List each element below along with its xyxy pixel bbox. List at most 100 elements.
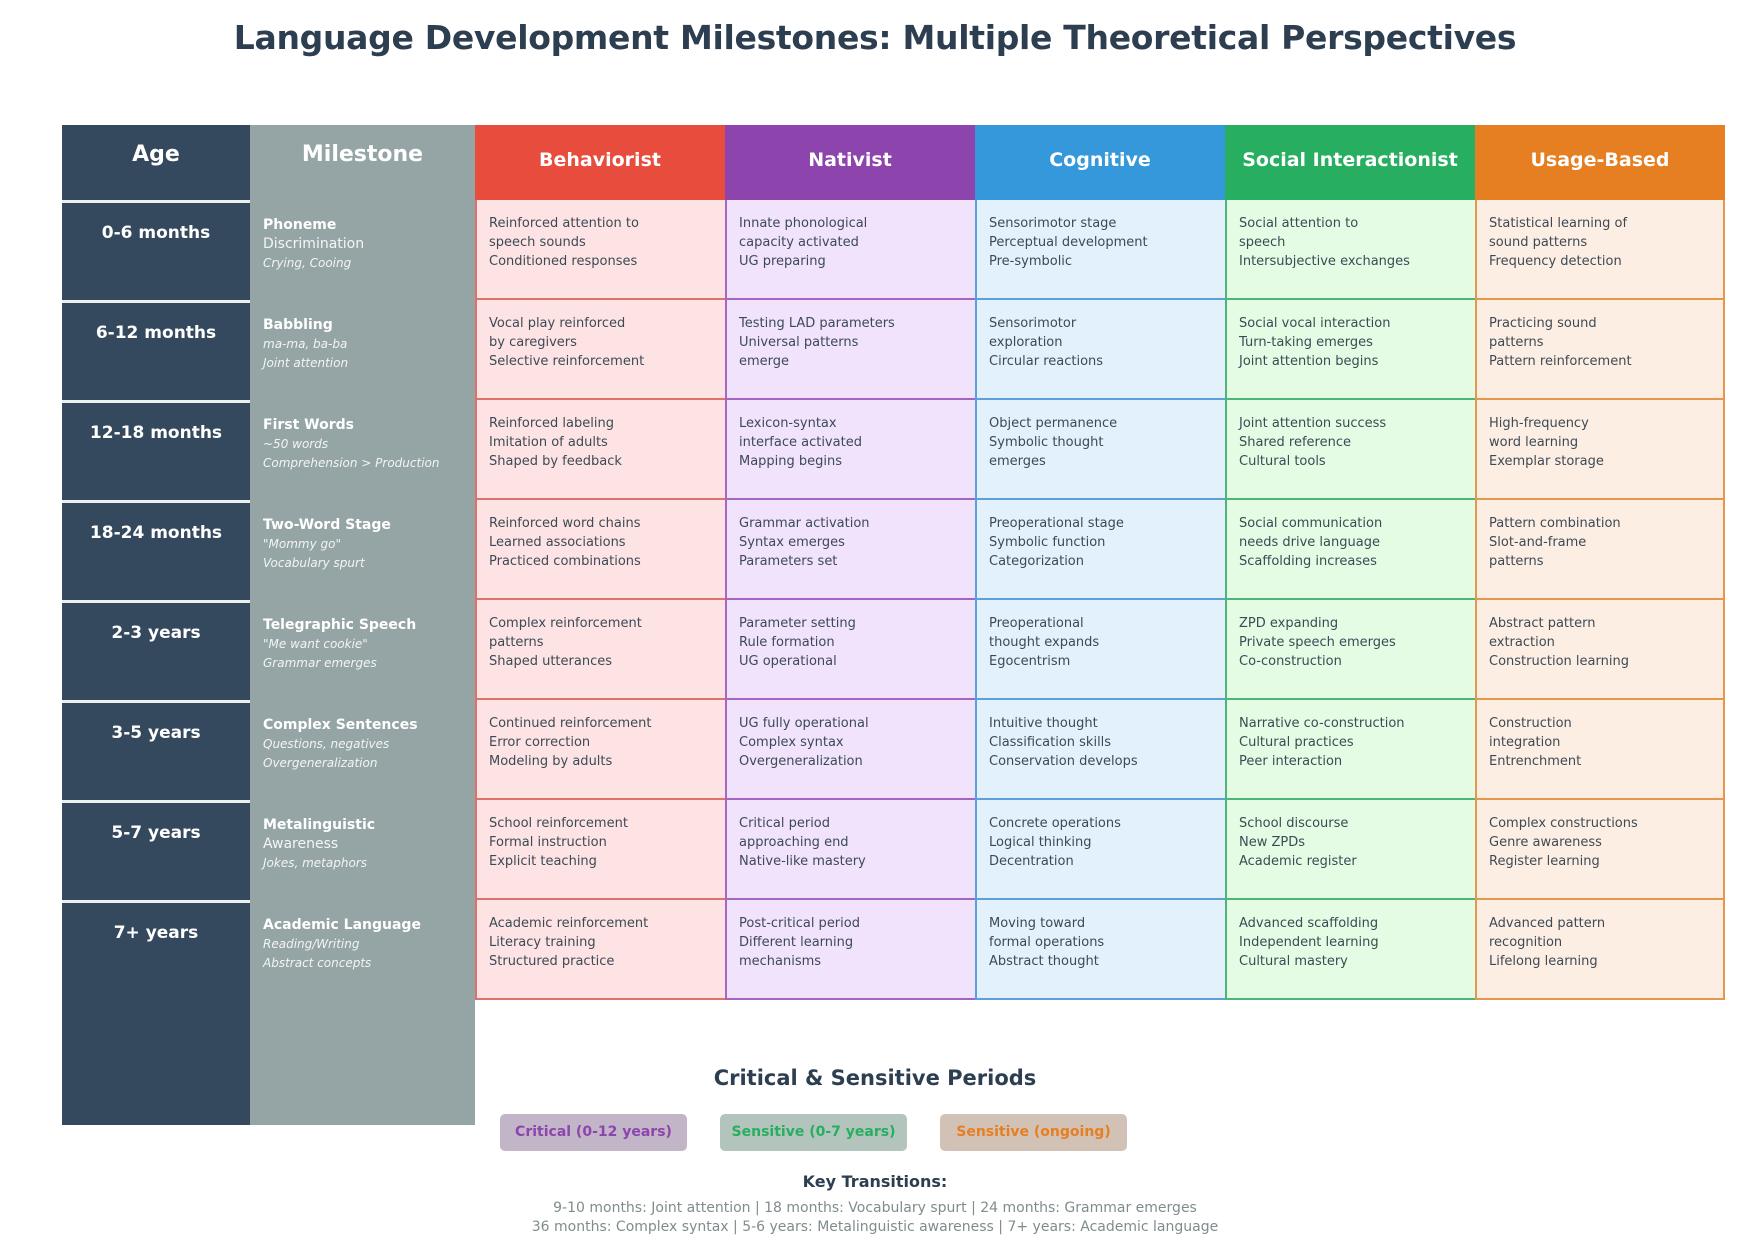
milestone-title-cont: Discrimination <box>263 236 365 252</box>
cell-line: Critical period <box>739 816 831 831</box>
age-cell: 5-7 years <box>62 800 250 898</box>
cell-line: Rule formation <box>739 635 835 650</box>
cell-line: Scaffolding increases <box>1239 554 1377 569</box>
milestone-example: Questions, negatives <box>263 737 390 751</box>
cell-line: Categorization <box>989 554 1084 569</box>
milestone-example: ma-ma, ba-ba <box>263 337 348 351</box>
cell-line: Shared reference <box>1239 435 1351 450</box>
cell-line: Imitation of adults <box>489 435 608 450</box>
age-cell: 6-12 months <box>62 300 250 398</box>
cell-line: Concrete operations <box>989 816 1121 831</box>
key-transitions-line-1: 9-10 months: Joint attention | 18 months… <box>553 1200 1197 1216</box>
cell-line: Complex syntax <box>739 735 844 750</box>
cell-line: Continued reinforcement <box>489 716 652 731</box>
cell-line: Cultural practices <box>1239 735 1354 750</box>
cell-line: Conservation develops <box>989 754 1138 769</box>
theory-header: Nativist <box>725 125 975 200</box>
cell-line: New ZPDs <box>1239 835 1306 850</box>
milestone-example: Crying, Cooing <box>263 256 352 270</box>
cell-line: Sensorimotor stage <box>989 216 1117 231</box>
milestone-title: Two-Word Stage <box>263 517 391 533</box>
cell-line: Different learning <box>739 935 854 950</box>
cell-line: Shaped utterances <box>489 654 612 669</box>
cell-line: Shaped by feedback <box>489 454 622 469</box>
milestone-example: Abstract concepts <box>263 956 372 970</box>
cell-line: Grammar activation <box>739 516 870 531</box>
cell-line: emerge <box>739 354 790 369</box>
milestone-example: Vocabulary spurt <box>263 556 365 570</box>
cell-line: Moving toward <box>989 916 1086 931</box>
cell-line: Post-critical period <box>739 916 860 931</box>
cell-line: Logical thinking <box>989 835 1092 850</box>
cell-line: Construction <box>1489 716 1572 731</box>
cell-line: High-frequency <box>1489 416 1589 431</box>
cell-line: Academic reinforcement <box>489 916 649 931</box>
cell-line: Narrative co-construction <box>1239 716 1405 731</box>
cell-line: Native-like mastery <box>739 854 866 869</box>
cell-line: Co-construction <box>1239 654 1342 669</box>
cell-line: Preoperational stage <box>989 516 1124 531</box>
period-badge-sensitive-0-7: Sensitive (0-7 years) <box>720 1114 907 1151</box>
milestone-cell: Two-Word Stage "Mommy go" Vocabulary spurt <box>250 500 475 600</box>
cell-line: UG fully operational <box>739 716 869 731</box>
milestone-example: Grammar emerges <box>263 656 377 670</box>
theory-header: Behaviorist <box>475 125 725 200</box>
cell-line: Turn-taking emerges <box>1239 335 1373 350</box>
cell-line: Joint attention begins <box>1239 354 1379 369</box>
cell-line: Parameter setting <box>739 616 856 631</box>
milestone-title: First Words <box>263 417 354 433</box>
milestone-title: Complex Sentences <box>263 717 418 733</box>
cell-line: mechanisms <box>739 954 822 969</box>
cell-line: patterns <box>1489 554 1544 569</box>
cell-line: Cultural tools <box>1239 454 1326 469</box>
cell-line: Pattern combination <box>1489 516 1621 531</box>
cell-line: Explicit teaching <box>489 854 597 869</box>
cell-line: Syntax emerges <box>739 535 845 550</box>
theory-header: Social Interactionist <box>1225 125 1475 200</box>
key-transitions-line-2: 36 months: Complex syntax | 5-6 years: M… <box>531 1219 1219 1235</box>
cell-line: Decentration <box>989 854 1074 869</box>
cell-line: Intersubjective exchanges <box>1239 254 1410 269</box>
cell-line: School reinforcement <box>489 816 628 831</box>
milestone-example: Reading/Writing <box>263 937 360 951</box>
cell-line: Joint attention success <box>1239 416 1387 431</box>
cell-line: Reinforced word chains <box>489 516 641 531</box>
cell-line: UG preparing <box>739 254 826 269</box>
cell-line: Private speech emerges <box>1239 635 1396 650</box>
cell-line: Symbolic function <box>989 535 1106 550</box>
cell-line: Pattern reinforcement <box>1489 354 1632 369</box>
cell-line: Reinforced labeling <box>489 416 614 431</box>
milestone-example: "Mommy go" <box>263 537 341 551</box>
cell-line: Statistical learning of <box>1489 216 1628 231</box>
cell-line: Conditioned responses <box>489 254 638 269</box>
page-title: Language Development Milestones: Multipl… <box>233 18 1517 57</box>
